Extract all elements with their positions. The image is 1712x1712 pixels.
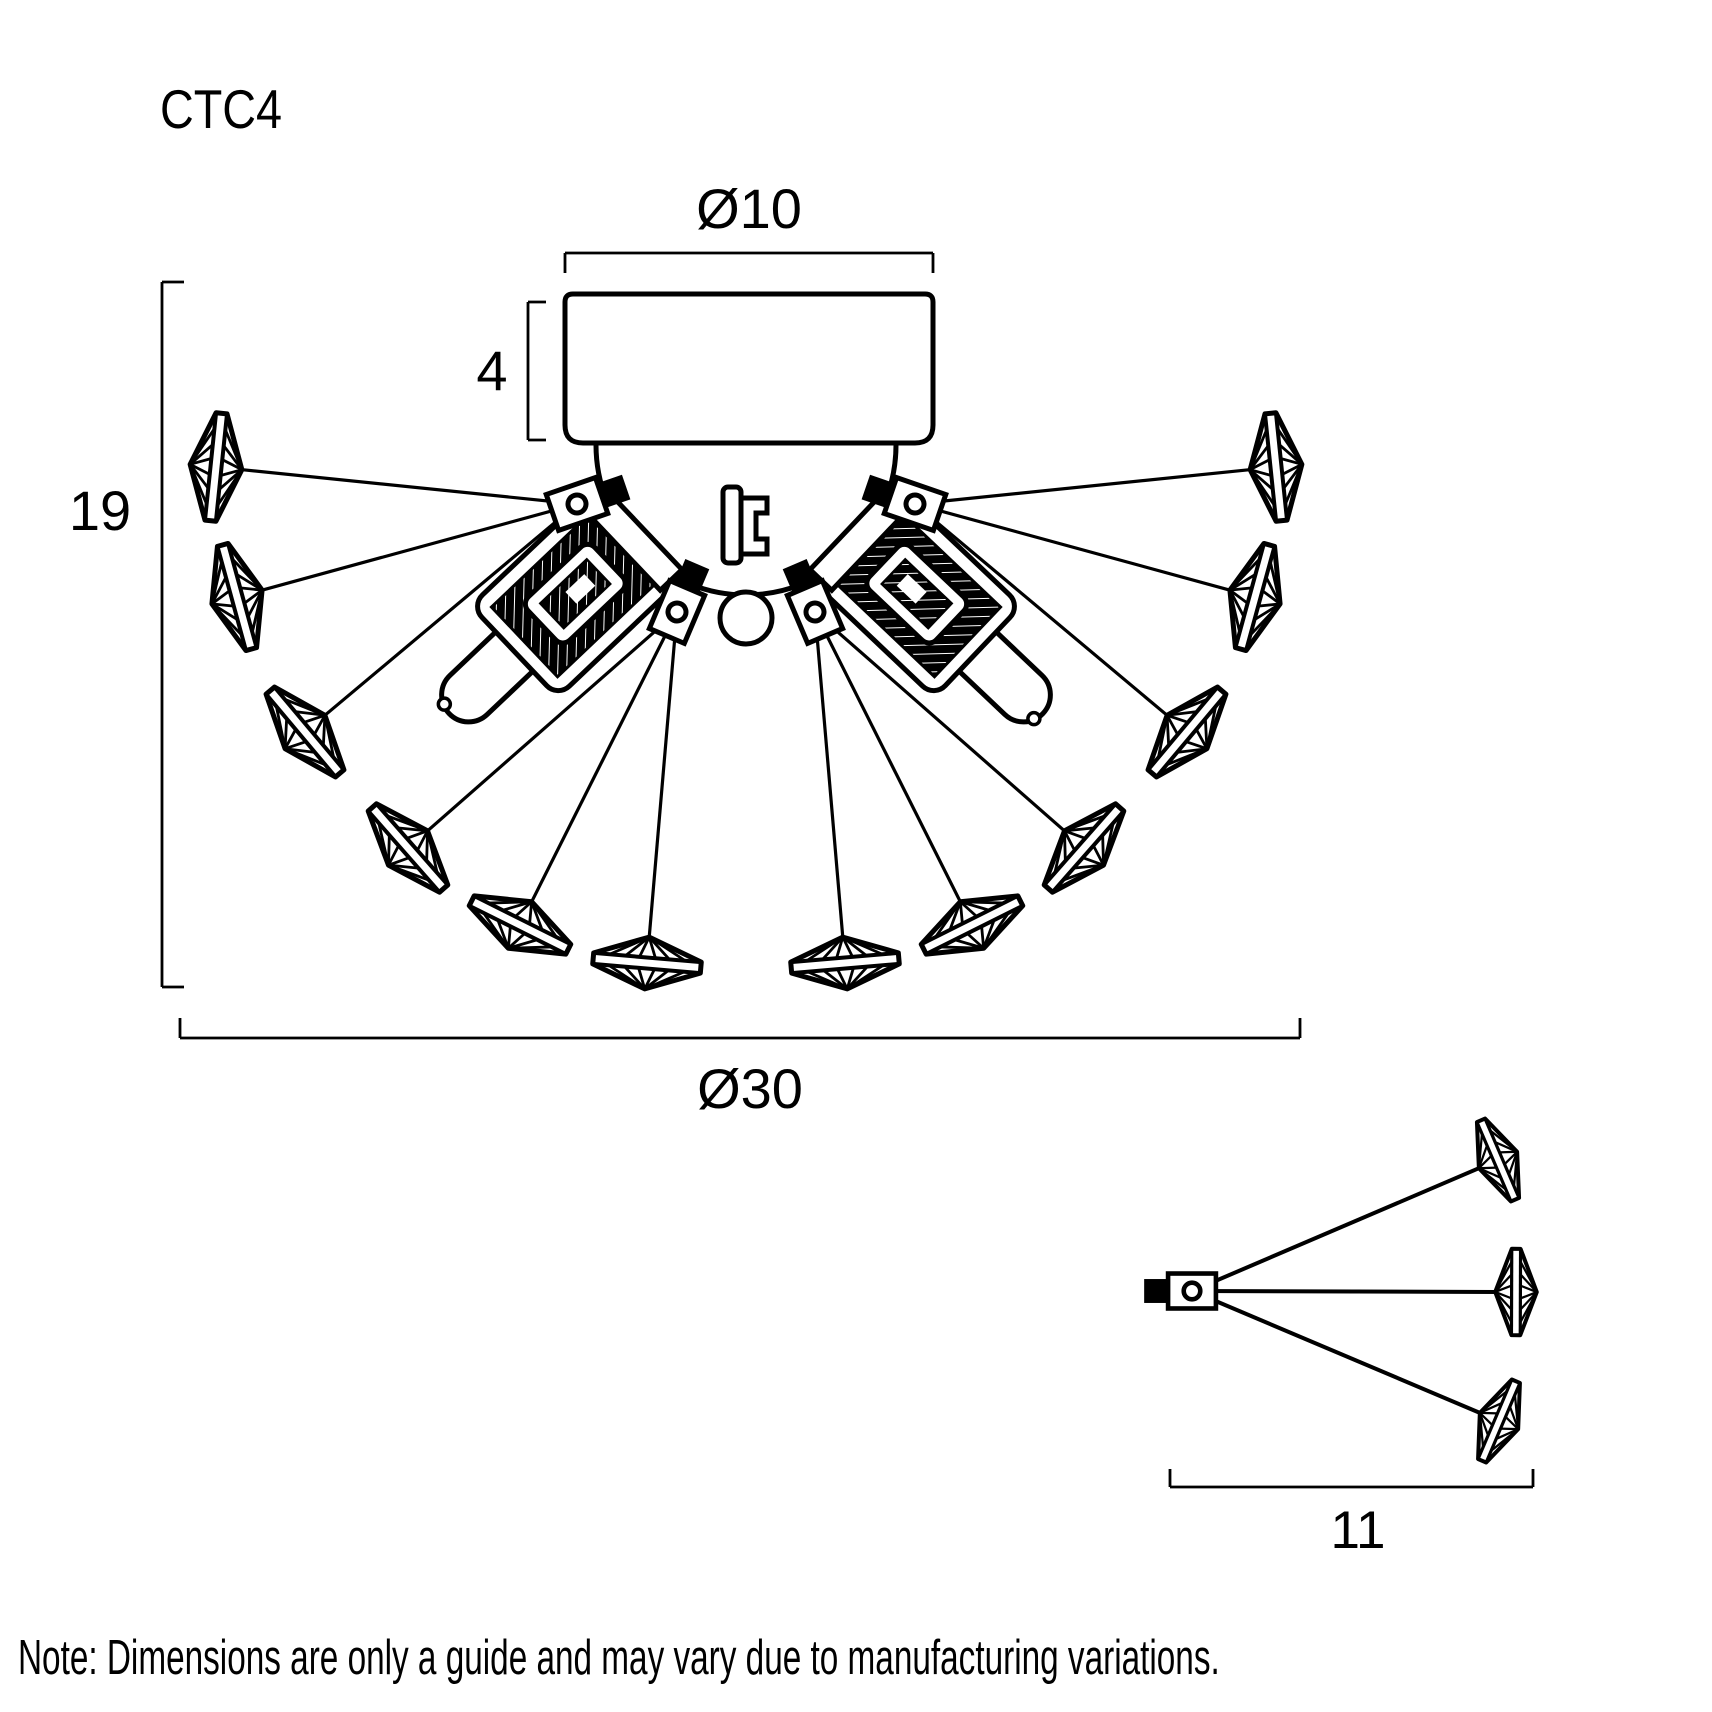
dim-line-canopy-diameter — [563, 251, 935, 273]
crystal-drop — [1245, 411, 1308, 524]
crystal-drop — [1132, 674, 1241, 790]
crystal-wire — [322, 502, 579, 718]
crystal-wires — [239, 467, 1497, 1416]
crystal-wire — [1191, 1289, 1497, 1294]
crystal-drop — [185, 411, 248, 524]
crystal-drop — [460, 878, 580, 973]
center-finial-ball — [717, 589, 775, 647]
wire-clamp — [1144, 1274, 1216, 1309]
dim-line-fixture-diameter — [178, 1018, 1302, 1040]
footer-note: Note: Dimensions are only a guide and ma… — [18, 1630, 1220, 1685]
crystal-wire — [424, 610, 679, 834]
crystal-wire — [239, 467, 578, 506]
crystal-drop — [1462, 1112, 1534, 1208]
crystal-drop — [1029, 790, 1139, 905]
crystal-wire — [813, 610, 1068, 834]
dim-label-canopy-diameter: Ø10 — [696, 177, 802, 240]
crystal-wire — [813, 611, 845, 940]
crystal-wire — [914, 502, 1233, 593]
dim-line-fixture-height — [160, 280, 184, 989]
crystal-wire — [913, 502, 1170, 718]
mounting-bracket — [720, 484, 770, 566]
crystal-wire — [1191, 1165, 1482, 1293]
detail-view: 11 — [1168, 1469, 1535, 1560]
crystal-wire — [647, 611, 679, 940]
dim-label-fixture-diameter: Ø30 — [697, 1057, 803, 1120]
crystal-wire — [914, 467, 1253, 506]
dim-label-fixture-height: 19 — [69, 479, 131, 542]
page-title: CTC4 — [160, 78, 282, 139]
crystal-wire — [813, 611, 963, 905]
crystal-drop — [1463, 1373, 1535, 1469]
crystal-wire — [259, 502, 578, 593]
crystal-drop — [250, 674, 359, 790]
crystal-drop — [353, 790, 463, 905]
crystal-drop — [789, 932, 901, 993]
crystal-drop — [591, 932, 703, 993]
dim-line-arm-spread — [1168, 1469, 1535, 1489]
dim-line-canopy-height — [526, 300, 546, 442]
crystal-drop — [198, 538, 277, 656]
crystal-drop — [1216, 538, 1295, 656]
crystal-wire — [529, 611, 679, 905]
ceiling-canopy — [562, 291, 936, 446]
crystal-drop — [1495, 1249, 1537, 1336]
crystal-drop — [912, 878, 1032, 973]
dim-label-canopy-height: 4 — [476, 339, 507, 402]
main-view: Ø10 4 19 Ø30 — [69, 177, 1302, 1120]
crystal-wire — [1191, 1289, 1483, 1416]
dim-label-arm-spread: 11 — [1330, 1501, 1385, 1560]
